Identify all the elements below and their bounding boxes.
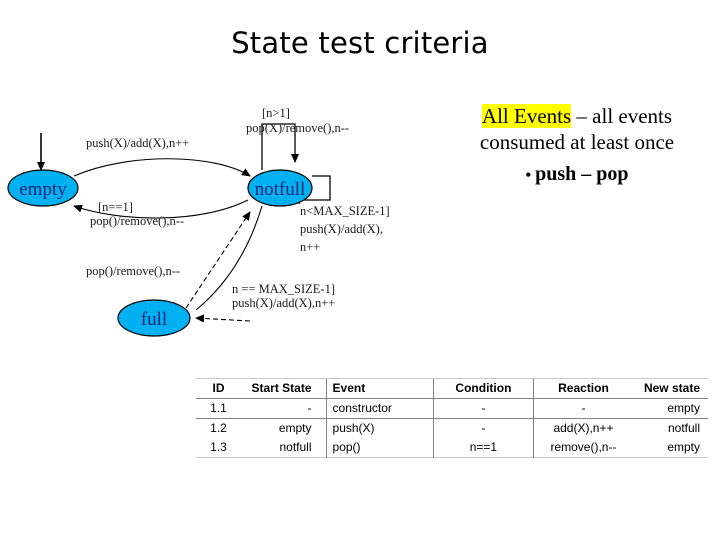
edge-guard-notfull-to-empty: [n==1] — [98, 200, 133, 214]
cell-id: 1.3 — [210, 440, 227, 454]
edge-label-full-to-notfull: pop()/remove(),n-- — [86, 264, 181, 278]
events-rest: – all events consumed at least once — [479, 104, 675, 154]
cell-new-state: empty — [667, 401, 700, 415]
state-label-full: full — [141, 309, 167, 330]
table-row[interactable]: 1.3 notfull pop() n==1 remove(),n-- empt… — [196, 438, 708, 458]
bullet-dot-icon: • — [525, 166, 532, 184]
state-label-empty: empty — [19, 179, 67, 200]
cell-reaction: remove(),n-- — [532, 438, 634, 458]
edge-empty-to-notfull — [73, 158, 251, 177]
events-highlight: All Events — [481, 104, 572, 128]
events-bullet-item: •push – pop — [438, 163, 716, 186]
edge-label-notfull-self-push: push(X)/add(X), — [300, 222, 383, 236]
page-title: State test criteria — [231, 26, 489, 60]
column-header-new-state: New state — [633, 378, 708, 399]
state-node-empty[interactable]: empty — [7, 169, 79, 207]
table-header-row: ID Start State Event Condition Reaction … — [196, 378, 708, 399]
events-bullet-text: push – pop — [535, 163, 629, 186]
edge-notfull-to-full — [195, 205, 263, 311]
edge-guard-notfull-self-push: n<MAX_SIZE-1] — [300, 204, 390, 218]
cell-condition: n==1 — [432, 438, 534, 458]
cell-new-state: empty — [667, 440, 700, 454]
events-note-line: All Events – all events consumed at leas… — [438, 104, 716, 155]
column-header-id: ID — [196, 378, 241, 399]
table-row[interactable]: 1.1 - constructor - - empty — [196, 398, 708, 419]
edge-label-notfull-to-full: push(X)/add(X),n++ — [232, 296, 336, 310]
cell-start-state: empty — [278, 421, 312, 435]
cell-new-state: notfull — [667, 421, 700, 435]
edge-label-notfull-to-empty: pop()/remove(),n-- — [90, 214, 185, 228]
cell-reaction: - — [532, 398, 634, 419]
table-row[interactable]: 1.2 empty push(X) - add(X),n++ notfull — [196, 418, 708, 438]
edge-label-notfull-self-pop: pop(X)/remove(),n-- — [246, 121, 350, 135]
edge-into-full — [195, 314, 251, 323]
cell-start-state: notfull — [279, 440, 312, 454]
column-header-reaction: Reaction — [532, 378, 634, 399]
edge-full-to-notfull — [185, 211, 251, 309]
edge-label-empty-to-notfull: push(X)/add(X),n++ — [86, 136, 190, 150]
state-node-full[interactable]: full — [117, 299, 191, 337]
edge-notfull-self-push — [291, 175, 331, 204]
transition-table: ID Start State Event Condition Reaction … — [196, 378, 708, 458]
column-header-start-state: Start State — [241, 378, 327, 399]
cell-reaction: add(X),n++ — [532, 418, 634, 438]
edge-label-notfull-self-push-2: n++ — [300, 240, 321, 254]
column-header-condition: Condition — [432, 378, 534, 399]
cell-condition: - — [432, 418, 534, 438]
cell-id: 1.2 — [210, 421, 227, 435]
cell-event: constructor — [325, 398, 434, 419]
edge-guard-notfull-to-full: n == MAX_SIZE-1] — [232, 282, 335, 296]
column-header-event: Event — [325, 378, 434, 399]
cell-event: pop() — [325, 438, 434, 458]
table-header: ID Start State Event Condition Reaction … — [196, 378, 708, 399]
state-label-notfull: notfull — [255, 179, 306, 200]
table-body: 1.1 - constructor - - empty 1.2 empty pu… — [196, 398, 708, 458]
edge-notfull-to-empty — [73, 199, 249, 219]
events-note: All Events – all events consumed at leas… — [438, 104, 716, 186]
cell-id: 1.1 — [210, 401, 227, 415]
cell-start-state: - — [307, 401, 312, 415]
state-machine-diagram: empty notfull full push(X)/add(X),n++ [n… — [0, 96, 440, 356]
edge-notfull-self-pop — [261, 123, 299, 170]
diagram-svg: empty notfull full — [7, 123, 331, 337]
cell-condition: - — [432, 398, 534, 419]
state-node-notfull[interactable]: notfull — [247, 169, 313, 207]
cell-event: push(X) — [325, 418, 434, 438]
edge-guard-notfull-self-pop: [n>1] — [262, 106, 290, 120]
